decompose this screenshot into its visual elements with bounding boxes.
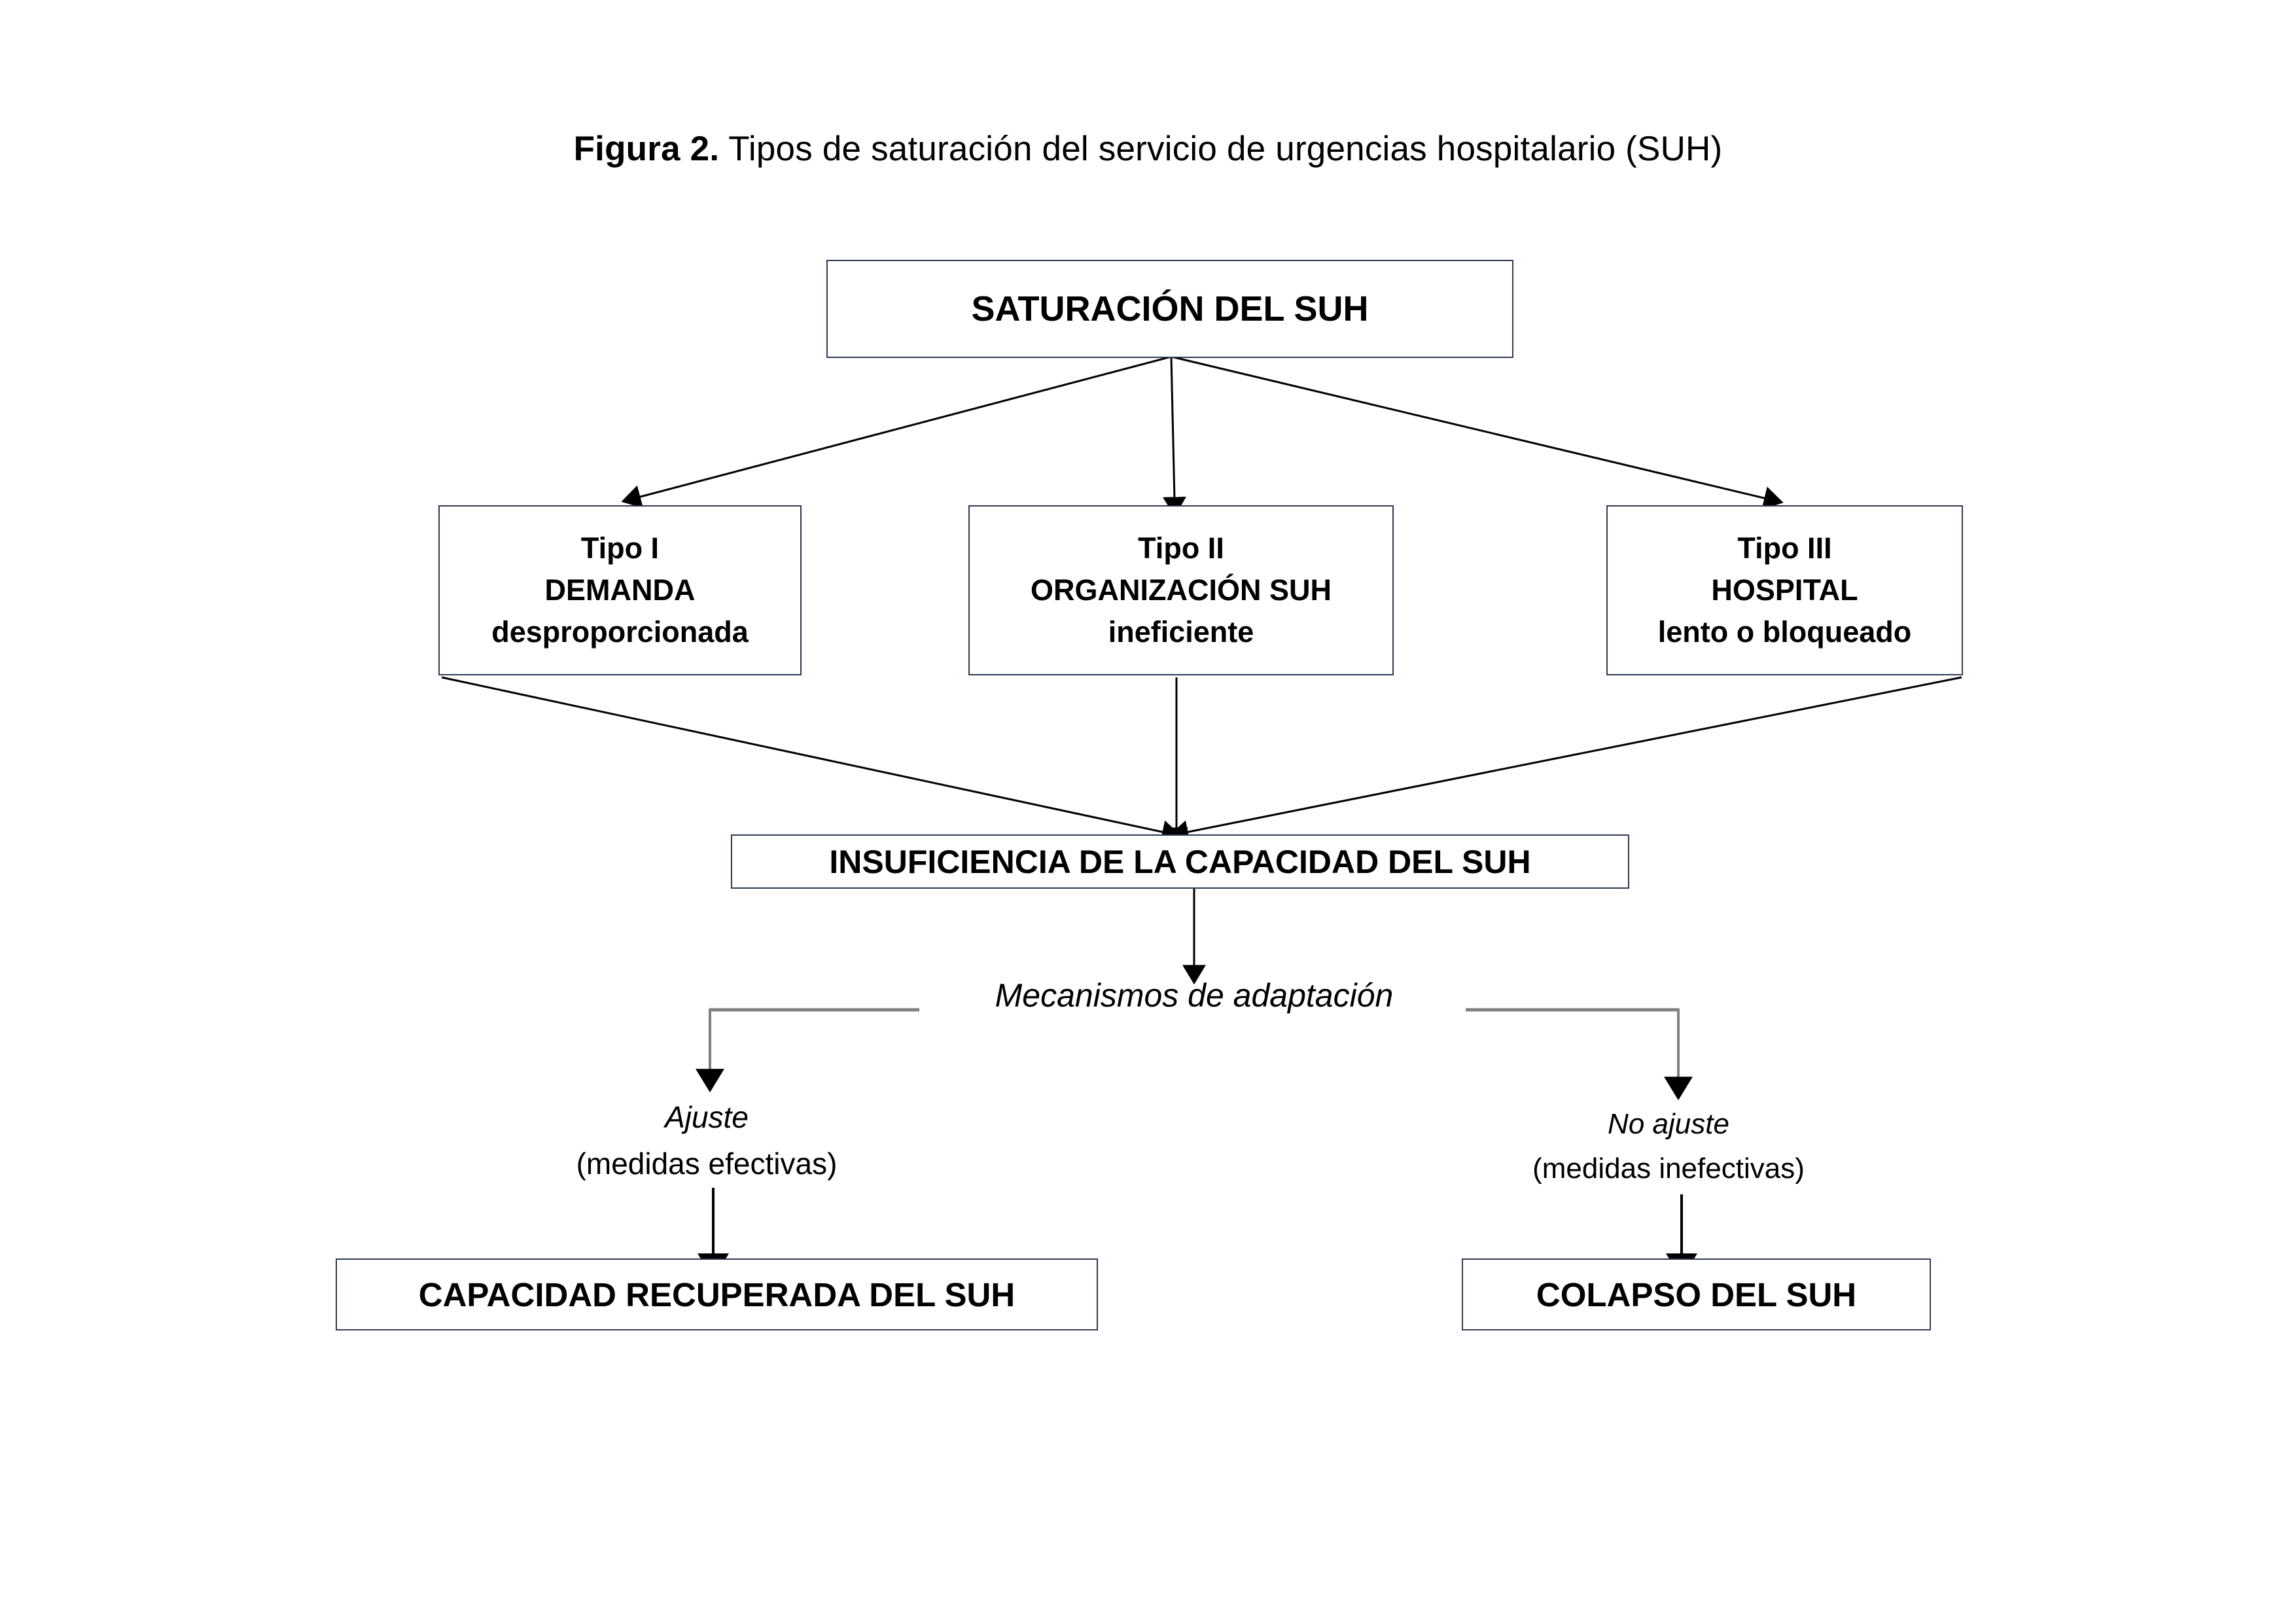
node-tipo-i-line2: DEMANDA xyxy=(544,573,696,607)
label-mecanismos-de-adaptacion: Mecanismos de adaptación xyxy=(759,976,1629,1014)
node-colapso-del-suh[interactable]: COLAPSO DEL SUH xyxy=(1462,1258,1931,1330)
node-tipo-i[interactable]: Tipo I DEMANDA desproporcionada xyxy=(438,505,802,675)
label-no-ajuste-subtitle: (medidas inefectivas) xyxy=(1532,1152,1805,1185)
node-saturacion-del-suh[interactable]: SATURACIÓN DEL SUH xyxy=(826,260,1513,358)
edge-saturacion-to-tipo1 xyxy=(621,355,1172,508)
edge-saturacion-to-tipo3 xyxy=(1171,355,1784,510)
label-mecanismos-text: Mecanismos de adaptación xyxy=(995,977,1394,1014)
edge-saturacion-to-tipo2 xyxy=(1162,356,1186,517)
node-tipo-ii-line2: ORGANIZACIÓN SUH xyxy=(1031,573,1332,607)
node-saturacion-label: SATURACIÓN DEL SUH xyxy=(971,289,1369,329)
figure-number: Figura 2. xyxy=(573,130,720,168)
node-tipo-i-line1: Tipo I xyxy=(580,531,660,565)
node-insuficiencia-label: INSUFICIENCIA DE LA CAPACIDAD DEL SUH xyxy=(829,843,1531,880)
node-capacidad-recuperada-label: CAPACIDAD RECUPERADA DEL SUH xyxy=(418,1275,1016,1313)
node-tipo-iii-line2: HOSPITAL xyxy=(1711,573,1858,607)
node-tipo-iii-line1: Tipo III xyxy=(1737,531,1832,565)
node-tipo-iii[interactable]: Tipo III HOSPITAL lento o bloqueado xyxy=(1606,505,1963,675)
label-ajuste-title: Ajuste xyxy=(665,1100,749,1134)
label-no-ajuste-title: No ajuste xyxy=(1608,1108,1729,1140)
edge-tipo1-to-insuficiencia xyxy=(441,676,1182,844)
node-tipo-ii-line1: Tipo II xyxy=(1138,531,1224,565)
figure-title: Figura 2. Tipos de saturación del servic… xyxy=(0,128,2296,170)
node-tipo-iii-line3: lento o bloqueado xyxy=(1657,615,1912,649)
node-capacidad-recuperada[interactable]: CAPACIDAD RECUPERADA DEL SUH xyxy=(336,1258,1098,1330)
label-no-ajuste: No ajuste (medidas inefectivas) xyxy=(1426,1102,1911,1191)
label-ajuste-subtitle: (medidas efectivas) xyxy=(576,1147,838,1181)
node-insuficiencia-capacidad[interactable]: INSUFICIENCIA DE LA CAPACIDAD DEL SUH xyxy=(731,834,1629,889)
edge-tipo3-to-insuficiencia xyxy=(1169,676,1962,844)
node-tipo-ii[interactable]: Tipo II ORGANIZACIÓN SUH ineficiente xyxy=(968,505,1394,675)
label-ajuste: Ajuste (medidas efectivas) xyxy=(445,1094,968,1188)
node-tipo-ii-line3: ineficiente xyxy=(1108,615,1254,649)
node-colapso-label: COLAPSO DEL SUH xyxy=(1536,1275,1857,1313)
figure-caption: Tipos de saturación del servicio de urge… xyxy=(719,130,1723,168)
node-tipo-i-line3: desproporcionada xyxy=(491,615,749,649)
